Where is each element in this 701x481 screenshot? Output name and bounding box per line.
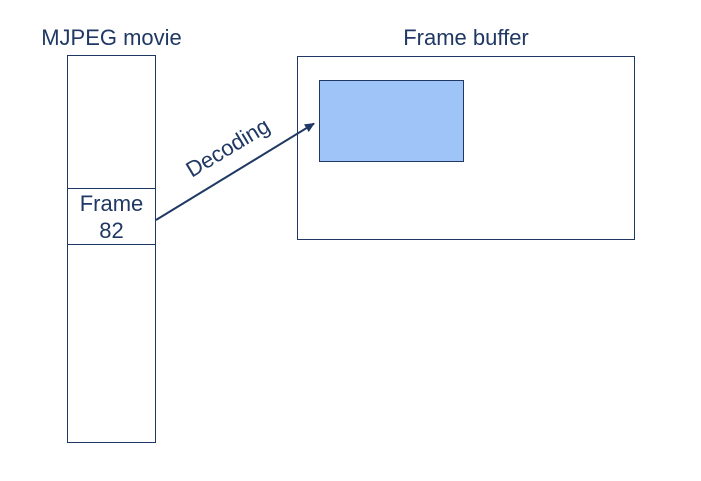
frame-label-line1: Frame (79, 190, 144, 216)
frame-label-line2: 82 (99, 217, 124, 243)
mjpeg-segment-before-frame (68, 56, 155, 188)
frame-buffer-title: Frame buffer (403, 25, 529, 50)
mjpeg-movie-column: Frame 82 (67, 55, 156, 443)
decoding-arrow-label: Decoding (181, 112, 275, 183)
decoded-frame-rect (319, 80, 464, 162)
mjpeg-segment-after-frame (68, 245, 155, 442)
mjpeg-movie-title: MJPEG movie (41, 25, 182, 50)
mjpeg-frame-82-cell: Frame 82 (68, 188, 155, 245)
frame-buffer-box (297, 56, 635, 240)
